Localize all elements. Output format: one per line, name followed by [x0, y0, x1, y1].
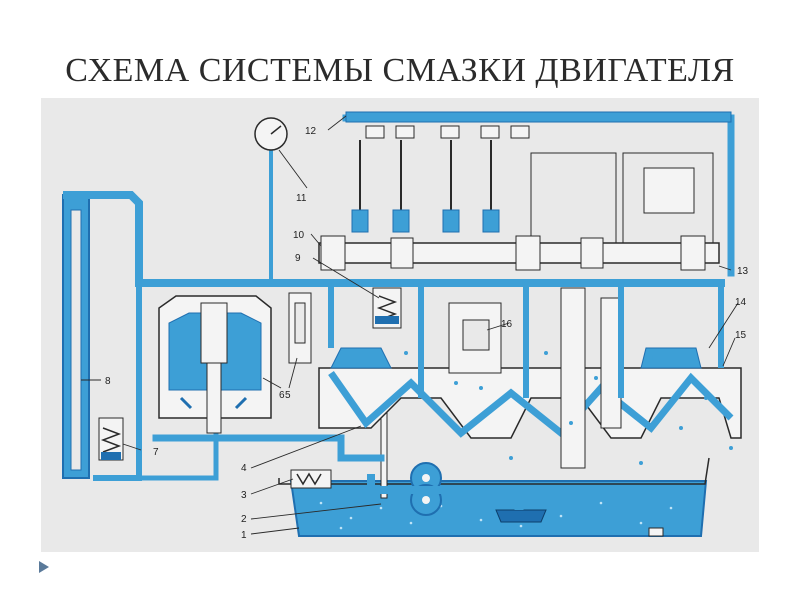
pressure-gauge — [254, 117, 288, 151]
camshaft — [318, 235, 720, 271]
bypass-valve — [98, 417, 124, 461]
relief-valve — [372, 287, 402, 329]
oil-droplets — [404, 351, 733, 465]
oil-sump — [278, 457, 710, 537]
label-10: 10 — [293, 230, 305, 241]
label-5: 5 — [285, 390, 291, 401]
label-3: 3 — [241, 490, 247, 501]
label-7: 7 — [153, 447, 159, 458]
label-4: 4 — [241, 463, 247, 474]
label-15: 15 — [735, 330, 747, 341]
feed-lines — [328, 283, 724, 398]
full-flow-filter — [62, 191, 143, 479]
label-8: 8 — [105, 376, 111, 387]
leader-lines — [81, 115, 739, 535]
oil-receiver — [441, 485, 547, 523]
lubrication-system-diagram: 1 2 3 4 5 6 7 8 9 10 11 12 13 14 15 16 — [41, 98, 759, 552]
label-13: 13 — [737, 266, 749, 277]
crankcase — [318, 287, 742, 469]
slide-title: СХЕМА СИСТЕМЫ СМАЗКИ ДВИГАТЕЛЯ — [65, 52, 735, 89]
centrifugal-filter — [158, 295, 272, 434]
label-2: 2 — [241, 514, 247, 525]
drain-valve — [288, 292, 312, 364]
reducing-valve — [290, 469, 332, 489]
label-12: 12 — [305, 126, 317, 137]
label-11: 11 — [296, 193, 307, 204]
label-6: 6 — [279, 390, 285, 401]
label-16: 16 — [501, 319, 513, 330]
label-14: 14 — [735, 297, 747, 308]
oil-pump — [380, 397, 442, 516]
callout-labels: 1 2 3 4 5 6 7 8 9 10 11 12 13 14 15 16 — [105, 126, 749, 541]
play-triangle-icon[interactable] — [38, 560, 50, 574]
label-1: 1 — [241, 530, 247, 541]
label-9: 9 — [295, 253, 301, 264]
